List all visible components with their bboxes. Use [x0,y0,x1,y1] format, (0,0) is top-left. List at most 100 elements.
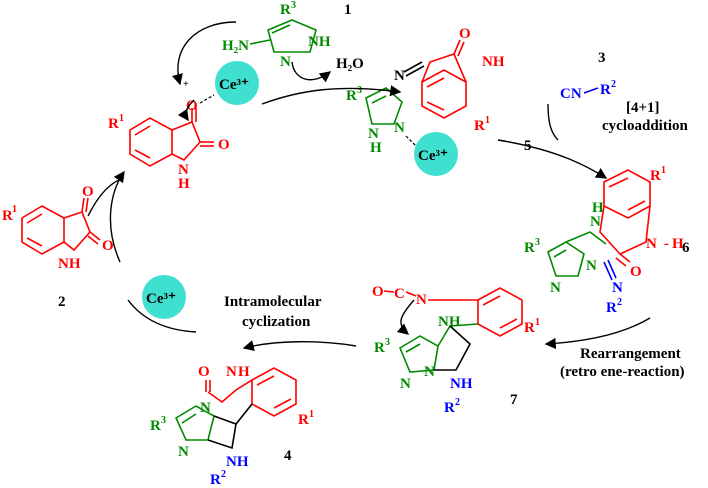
svg-text:R: R [650,168,661,184]
svg-text:1: 1 [485,115,490,126]
svg-text:NH: NH [438,314,461,330]
arrow-isatin-entry [87,177,125,217]
svg-text:R: R [150,418,161,434]
svg-text:O: O [82,184,94,200]
svg-text:3: 3 [535,237,540,248]
svg-text:R: R [606,300,617,316]
step-cyclization-line2: cyclization [242,314,311,330]
compound-4-product: O N H R 1 R 3 N N NH R 2 4 [150,364,314,488]
compound-7-intermediate: O C N R 1 NH R 3 N N NH R 2 7 [372,284,540,416]
svg-text:3: 3 [161,415,166,426]
compound-1-aminopyrazole: R 3 H₂N N NH 1 [222,0,352,70]
isatin-ce-complex: Ce³⁺ O + O R 1 N H [108,61,259,192]
step-cycloaddition-line1: [4+1] [626,100,660,116]
svg-text:O: O [186,98,198,114]
svg-text:1: 1 [12,204,17,215]
compound-3-isocyanide: 3 CN R 2 [4+1] cycloaddition [560,50,688,134]
svg-text:H: H [178,176,190,192]
svg-text:1: 1 [535,317,540,328]
ce-catalyst-bubble [142,275,186,319]
ce-catalyst-bubble [215,61,259,105]
svg-text:1: 1 [661,165,666,176]
svg-text:R: R [2,208,13,224]
svg-text:R: R [524,240,535,256]
arrow-carbonyl-activation [177,99,195,122]
arrow-water-release [291,61,332,83]
svg-text:NH: NH [308,34,331,50]
svg-text:N: N [200,400,211,416]
svg-text:N: N [178,162,189,178]
compound-6-label: 6 [682,240,690,256]
arrow-cycle-return [109,170,125,263]
svg-text:2: 2 [617,297,622,308]
svg-text:R: R [346,88,357,104]
arrow-isocyanide-join [547,103,559,141]
svg-text:N: N [394,68,405,84]
svg-text:R: R [374,340,385,356]
compound-5-imine: O NH R 1 N R 3 N H N Ce³⁺ 5 [346,26,532,176]
svg-text:R: R [108,116,119,132]
svg-text:N: N [368,126,379,142]
step-rearrangement-line2: (retro ene-reaction) [560,364,685,380]
svg-text:2: 2 [221,469,226,480]
arrow-to-6 [497,139,608,179]
compound-2-label: 2 [58,294,66,310]
r3-label: R [280,2,291,18]
svg-text:H: H [370,140,382,156]
svg-text:N: N [590,214,601,230]
svg-text:R: R [474,118,485,134]
svg-text:O: O [459,26,471,42]
svg-text:R: R [444,400,455,416]
svg-text:NH: NH [226,454,249,470]
svg-text:O: O [630,264,642,280]
svg-text:N: N [550,280,561,296]
compound-6-spiro: O N - H R 1 N H R 3 N N N R 2 6 [524,165,690,316]
compound-2-isatin: O O R 1 NH 2 [2,184,114,310]
svg-text:3: 3 [385,337,390,348]
svg-text:N: N [280,54,291,70]
svg-text:N: N [178,444,189,460]
step-cycloaddition-line2: cycloaddition [602,118,688,134]
arrow-cyclization [242,340,357,352]
svg-text:H: H [238,364,250,380]
compound-3-label: 3 [598,50,606,66]
svg-text:H: H [672,236,684,252]
svg-text:H: H [592,200,604,216]
svg-text:NH: NH [482,54,505,70]
ce-label: Ce³⁺ [146,291,176,307]
svg-text:N: N [394,120,405,136]
arrow-amine-attack [171,21,237,86]
svg-text:R: R [524,320,535,336]
svg-text:N: N [424,364,435,380]
svg-text:R: R [298,412,309,428]
svg-text:C: C [394,286,405,302]
step-rearrangement-line1: Rearrangement [580,346,681,362]
ce-label: Ce³⁺ [219,77,249,93]
svg-text:1: 1 [309,409,314,420]
svg-text:N: N [612,280,623,296]
step-cyclization-line1: Intramolecular [224,294,322,310]
compound-7-label: 7 [510,392,518,408]
svg-text:3: 3 [291,0,296,11]
svg-text:O: O [102,238,114,254]
svg-text:2: 2 [455,397,460,408]
arrow-condensation [261,85,402,105]
svg-text:N: N [646,236,657,252]
svg-text:R: R [600,82,611,98]
svg-text:Ce³⁺: Ce³⁺ [418,148,448,164]
arrow-ce-release [127,299,197,333]
svg-text:3: 3 [357,85,362,96]
svg-text:O: O [218,137,230,153]
svg-text:N: N [416,292,427,308]
arrow-rearrangement [544,317,651,350]
svg-text:N: N [226,364,237,380]
svg-text:CN: CN [560,86,582,102]
svg-text:-: - [664,236,669,252]
amino-group: H₂N [222,38,249,54]
svg-text:N: N [400,376,411,392]
svg-text:NH: NH [58,256,81,272]
svg-text:1: 1 [119,113,124,124]
svg-text:O: O [372,284,384,300]
svg-text:O: O [198,364,210,380]
